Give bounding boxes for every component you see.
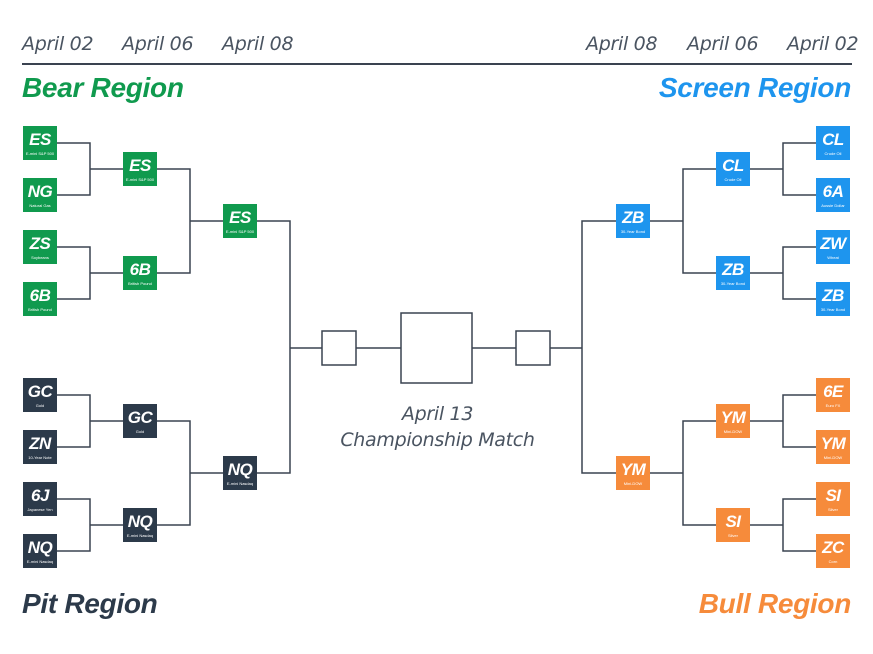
team-box-screen-2: 6A Aussie Dollar	[816, 178, 850, 212]
team-name: E-mini Nasdaq	[126, 533, 154, 538]
team-box-screen-r3: ZB 30-Year Bond	[616, 204, 650, 238]
team-box-screen-r2-1: CL Crude Oil	[716, 152, 750, 186]
team-symbol: GC	[27, 382, 53, 401]
team-symbol: ZW	[820, 234, 846, 253]
team-name: Wheat	[827, 255, 839, 260]
team-symbol: YM	[620, 460, 646, 479]
team-symbol: YM	[820, 434, 846, 453]
region-title-pit: Pit Region	[22, 588, 158, 619]
team-name: Mini-DOW	[623, 481, 643, 486]
team-box-pit-r3: NQ E-mini Nasdaq	[223, 456, 257, 490]
team-box-screen-1: CL Crude Oil	[816, 126, 850, 160]
team-symbol: ES	[29, 130, 51, 149]
team-box-bear-r2-2: 6B British Pound	[123, 256, 157, 290]
team-symbol: CL	[722, 156, 744, 175]
team-name: 10-Year Note	[28, 455, 52, 460]
championship-label: Championship Match	[340, 429, 535, 451]
team-name: Soybeans	[31, 255, 49, 260]
team-name: E-mini Nasdaq	[26, 559, 54, 564]
team-box-bull-4: ZC Corn	[816, 534, 850, 568]
team-name: Mini-DOW	[723, 429, 743, 434]
team-symbol: NQ	[127, 512, 153, 531]
team-box-bull-2: YM Mini-DOW	[816, 430, 850, 464]
team-name: Natural Gas	[29, 203, 51, 208]
team-box-bull-3: SI Silver	[816, 482, 850, 516]
team-name: Japanese Yen	[27, 507, 53, 512]
team-symbol: NQ	[227, 460, 253, 479]
team-name: E-mini S&P 500	[125, 177, 155, 182]
header-divider	[22, 63, 852, 65]
team-name: Crude Oil	[724, 177, 742, 182]
team-name: Corn	[828, 559, 838, 564]
region-title-bear: Bear Region	[22, 72, 184, 103]
team-name: Crude Oil	[824, 151, 842, 156]
date-round1-left: April 02	[22, 33, 94, 55]
team-box-pit-2: ZN 10-Year Note	[23, 430, 57, 464]
team-symbol: GC	[127, 408, 153, 427]
team-symbol: SI	[825, 486, 841, 505]
team-symbol: NQ	[27, 538, 53, 557]
team-symbol: 6B	[29, 286, 51, 305]
team-name: E-mini Nasdaq	[226, 481, 254, 486]
team-box-bull-r3: YM Mini-DOW	[616, 456, 650, 490]
team-box-pit-3: 6J Japanese Yen	[23, 482, 57, 516]
team-symbol: ZB	[722, 260, 744, 279]
team-symbol: CL	[822, 130, 844, 149]
team-name: British Pound	[128, 281, 152, 286]
team-symbol: SI	[725, 512, 741, 531]
team-symbol: 6A	[822, 182, 844, 201]
team-name: Aussie Dollar	[821, 203, 845, 208]
team-name: Gold	[135, 429, 145, 434]
region-title-screen: Screen Region	[658, 72, 851, 103]
date-round1-right: April 02	[787, 33, 859, 55]
team-name: Gold	[35, 403, 45, 408]
team-box-bull-r2-1: YM Mini-DOW	[716, 404, 750, 438]
team-name: 30-Year Bond	[720, 281, 746, 286]
team-box-bull-r2-2: SI Silver	[716, 508, 750, 542]
team-symbol: ZN	[29, 434, 51, 453]
team-name: 30-Year Bond	[620, 229, 646, 234]
team-name: Silver	[727, 533, 738, 538]
team-symbol: ZS	[29, 234, 51, 253]
team-box-bear-2: NG Natural Gas	[23, 178, 57, 212]
team-box-bear-4: 6B British Pound	[23, 282, 57, 316]
team-name: Silver	[827, 507, 838, 512]
team-name: Euro FX	[825, 403, 841, 408]
team-box-screen-r2-2: ZB 30-Year Bond	[716, 256, 750, 290]
team-symbol: ZC	[822, 538, 844, 557]
date-round3-left: April 08	[222, 33, 294, 55]
date-round3-right: April 08	[586, 33, 658, 55]
team-name: E-mini S&P 500	[225, 229, 255, 234]
team-box-bear-3: ZS Soybeans	[23, 230, 57, 264]
team-symbol: 6J	[31, 486, 49, 505]
team-symbol: ES	[129, 156, 151, 175]
team-symbol: 6B	[129, 260, 151, 279]
team-box-pit-1: GC Gold	[23, 378, 57, 412]
championship-date: April 13	[401, 403, 474, 425]
team-box-screen-4: ZB 30-Year Bond	[816, 282, 850, 316]
team-name: Mini-DOW	[823, 455, 843, 460]
team-box-pit-r2-2: NQ E-mini Nasdaq	[123, 508, 157, 542]
region-title-bull: Bull Region	[698, 588, 852, 619]
team-box-pit-4: NQ E-mini Nasdaq	[23, 534, 57, 568]
team-symbol: ZB	[622, 208, 644, 227]
date-round2-right: April 06	[687, 33, 759, 55]
team-name: British Pound	[28, 307, 52, 312]
team-symbol: 6E	[823, 382, 843, 401]
team-box-bear-1: ES E-mini S&P 500	[23, 126, 57, 160]
team-box-pit-r2-1: GC Gold	[123, 404, 157, 438]
team-symbol: YM	[720, 408, 746, 427]
team-name: E-mini S&P 500	[25, 151, 55, 156]
team-box-screen-3: ZW Wheat	[816, 230, 850, 264]
team-box-bull-1: 6E Euro FX	[816, 378, 850, 412]
team-box-bear-r2-1: ES E-mini S&P 500	[123, 152, 157, 186]
team-symbol: ES	[229, 208, 251, 227]
team-symbol: ZB	[822, 286, 844, 305]
team-symbol: NG	[27, 182, 53, 201]
team-box-bear-r3: ES E-mini S&P 500	[223, 204, 257, 238]
team-name: 30-Year Bond	[820, 307, 846, 312]
date-round2-left: April 06	[122, 33, 194, 55]
